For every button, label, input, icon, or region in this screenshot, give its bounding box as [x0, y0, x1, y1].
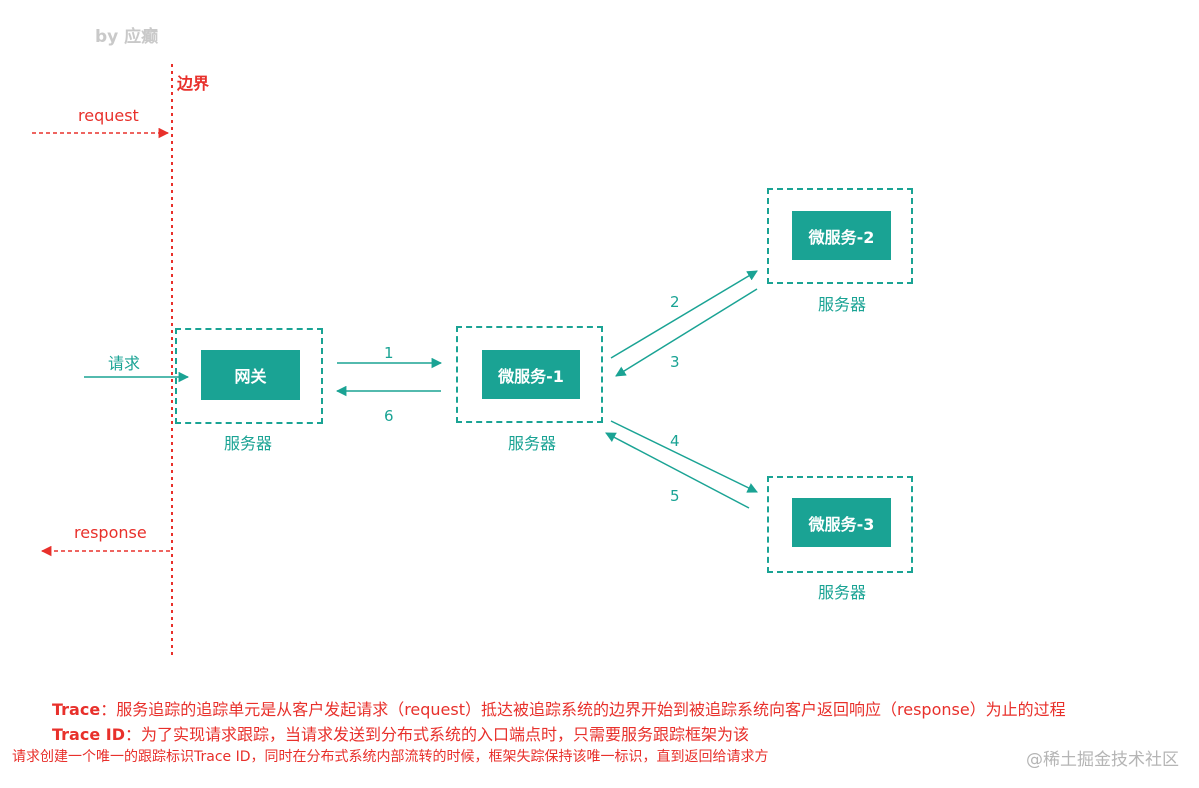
- edge-label-4: 4: [670, 432, 680, 450]
- author-credit: by 应癫: [95, 27, 159, 47]
- gateway-node: 网关: [201, 350, 300, 400]
- svc3-server-label: 服务器: [817, 583, 866, 602]
- trace-term: Trace: [52, 700, 101, 719]
- edge-2: [610, 270, 758, 359]
- response-label: response: [74, 523, 147, 542]
- traceid-term: Trace ID: [52, 725, 125, 744]
- trace-text: ：服务追踪的追踪单元是从客户发起请求（request）抵达被追踪系统的边界开始到…: [100, 700, 1066, 719]
- watermark: @稀土掘金技术社区: [1026, 750, 1179, 770]
- svc3-server-box: [767, 476, 913, 573]
- svc1-node: 微服务-1: [482, 350, 580, 399]
- edge-3: [615, 288, 758, 377]
- edge-label-3: 3: [670, 353, 680, 371]
- traceid-definition: Trace ID：为了实现请求跟踪，当请求发送到分布式系统的入口端点时，只需要服…: [52, 721, 749, 745]
- svc2-node: 微服务-2: [792, 211, 891, 260]
- traceid-text: ：为了实现请求跟踪，当请求发送到分布式系统的入口端点时，只需要服务跟踪框架为该: [124, 725, 749, 744]
- edge-label-6: 6: [384, 407, 394, 425]
- edge-5: [605, 432, 750, 509]
- edge-4: [610, 420, 758, 493]
- traceid-continuation: 请求创建一个唯一的跟踪标识Trace ID，同时在分布式系统内部流转的时候，框架…: [12, 749, 769, 765]
- edge-label-5: 5: [670, 487, 680, 505]
- gateway-server-label: 服务器: [223, 434, 272, 453]
- svc1-server-label: 服务器: [507, 434, 556, 453]
- edge-label-1: 1: [384, 344, 394, 362]
- boundary-label: 边界: [177, 74, 210, 93]
- svc1-server-box: [456, 326, 603, 423]
- entry-request-label: 请求: [108, 354, 141, 373]
- request-label: request: [78, 106, 139, 125]
- svc3-node: 微服务-3: [792, 498, 891, 547]
- trace-definition: Trace：服务追踪的追踪单元是从客户发起请求（request）抵达被追踪系统的…: [52, 696, 1066, 720]
- svc2-server-label: 服务器: [817, 295, 866, 314]
- svc2-server-box: [767, 188, 913, 284]
- gateway-server-box: [175, 328, 323, 424]
- edge-label-2: 2: [670, 293, 680, 311]
